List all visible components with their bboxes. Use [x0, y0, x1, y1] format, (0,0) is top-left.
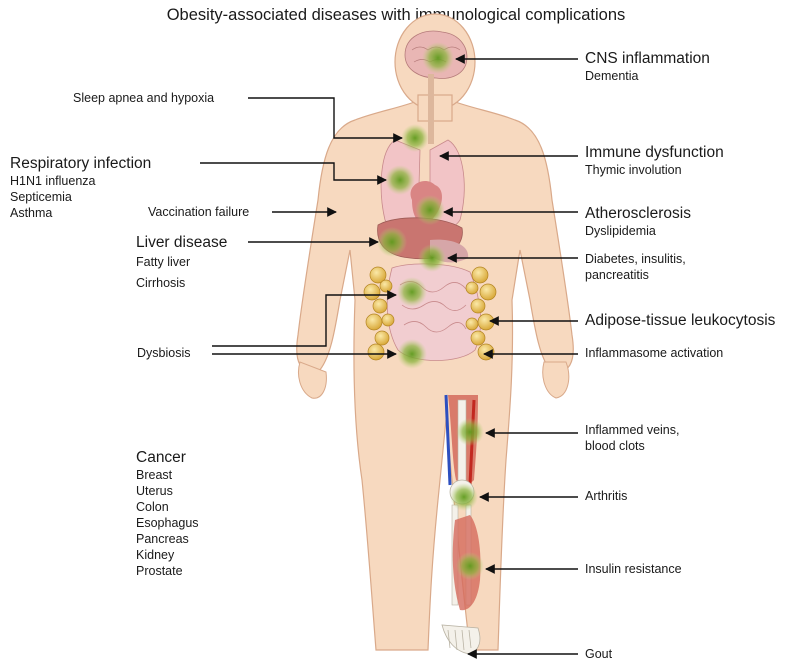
- label-insulin: Insulin resistance: [585, 562, 682, 577]
- label-liver-heading: Liver disease: [136, 233, 227, 252]
- label-immune-sub: Thymic involution: [585, 162, 724, 178]
- label-arthritis: Arthritis: [585, 489, 627, 504]
- label-group-cancer: Cancer Breast Uterus Colon Esophagus Pan…: [136, 448, 199, 579]
- label-cancer-item: Pancreas: [136, 531, 199, 547]
- label-respiratory-heading: Respiratory infection: [10, 154, 151, 173]
- label-veins-line: Inflammed veins,: [585, 422, 679, 438]
- label-cns-heading: CNS inflammation: [585, 49, 710, 68]
- label-group-veins: Inflammed veins, blood clots: [585, 422, 679, 454]
- label-cancer-item: Prostate: [136, 563, 199, 579]
- label-athero-sub: Dyslipidemia: [585, 223, 691, 239]
- label-vaccination: Vaccination failure: [148, 205, 249, 220]
- label-inflammasome: Inflammasome activation: [585, 346, 723, 361]
- label-respiratory-item: H1N1 influenza: [10, 173, 151, 189]
- label-group-liver: Liver disease Fatty liver Cirrhosis: [136, 233, 227, 291]
- label-respiratory-item: Septicemia: [10, 189, 151, 205]
- label-cancer-item: Colon: [136, 499, 199, 515]
- label-respiratory-item: Asthma: [10, 205, 151, 221]
- label-adipose: Adipose-tissue leukocytosis: [585, 312, 775, 330]
- label-cancer-item: Breast: [136, 467, 199, 483]
- label-diabetes-line: Diabetes, insulitis,: [585, 251, 686, 267]
- label-diabetes-line: pancreatitis: [585, 267, 686, 283]
- label-liver-item: Fatty liver: [136, 254, 227, 270]
- label-cancer-item: Kidney: [136, 547, 199, 563]
- label-athero-heading: Atherosclerosis: [585, 204, 691, 223]
- label-immune-heading: Immune dysfunction: [585, 143, 724, 162]
- label-cancer-heading: Cancer: [136, 448, 199, 467]
- label-group-cns: CNS inflammation Dementia: [585, 49, 710, 84]
- label-group-diabetes: Diabetes, insulitis, pancreatitis: [585, 251, 686, 283]
- label-cancer-item: Uterus: [136, 483, 199, 499]
- label-cancer-item: Esophagus: [136, 515, 199, 531]
- label-group-athero: Atherosclerosis Dyslipidemia: [585, 204, 691, 239]
- label-gout: Gout: [585, 647, 612, 662]
- label-liver-item: Cirrhosis: [136, 275, 227, 291]
- label-group-immune: Immune dysfunction Thymic involution: [585, 143, 724, 178]
- label-sleep-apnea: Sleep apnea and hypoxia: [73, 91, 214, 106]
- label-group-respiratory: Respiratory infection H1N1 influenza Sep…: [10, 154, 151, 221]
- label-cns-sub: Dementia: [585, 68, 710, 84]
- label-veins-line: blood clots: [585, 438, 679, 454]
- label-dysbiosis: Dysbiosis: [137, 346, 191, 361]
